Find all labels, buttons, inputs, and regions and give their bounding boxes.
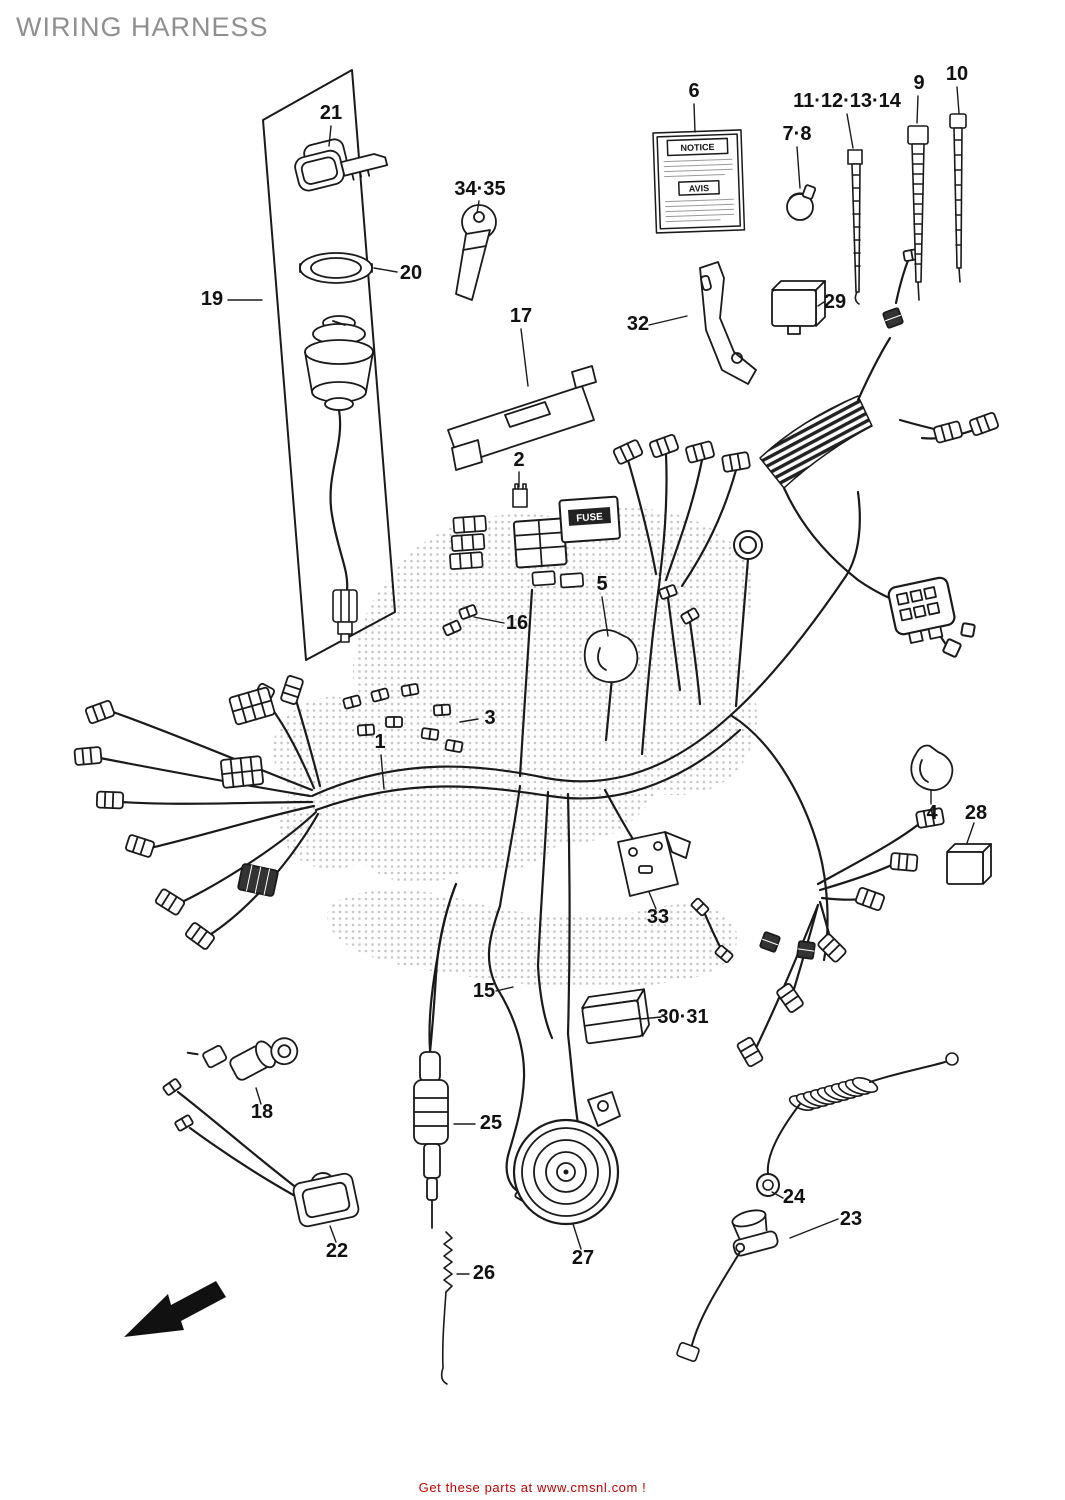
multipin-satellite [942,638,962,658]
callout-5: 5 [596,573,607,595]
callout-6: 6 [688,80,699,102]
ignition-key [294,138,389,192]
fuse-text: FUSE [576,512,604,525]
horn-27 [512,1091,621,1226]
callout-25: 25 [480,1112,502,1134]
callout-27: 27 [572,1247,594,1269]
round-connector [733,530,763,560]
key-blank [455,204,497,301]
tether-23-24 [676,1052,959,1362]
callout-9: 9 [913,72,924,94]
switch-connector [332,589,358,643]
footer-prefix: Get these parts at [418,1480,537,1495]
callout-18: 18 [251,1101,273,1123]
fuse-box-assembly: FUSE [449,495,621,589]
spring-26 [440,1231,453,1385]
page-title: WIRING HARNESS [16,12,269,42]
callout-28: 28 [965,802,987,824]
notice-label-plate: NOTICE AVIS [652,129,746,234]
callout-32: 32 [627,313,649,335]
callout-15: 15 [473,980,495,1002]
bracket-32 [699,261,757,385]
callout-7-8: 7·8 [783,123,812,145]
callout-29: 29 [824,291,846,313]
multipin-connector [887,576,956,644]
callout-11-12-13-14: 11·12·13·14 [793,90,902,112]
callout-23: 23 [840,1208,862,1230]
callout-3: 3 [484,707,495,729]
bracket-33 [617,831,691,897]
footer-link[interactable]: www.cmsnl.com [536,1480,638,1495]
callout-16: 16 [506,612,528,634]
switch-body [304,315,374,411]
direction-arrow [124,1281,226,1337]
harness-wires [98,256,986,1204]
footer: Get these parts at www.cmsnl.com ! [0,1480,1065,1495]
callout-30-31: 30·31 [657,1006,708,1028]
avis-text: AVIS [689,183,710,194]
bracket-17 [447,365,597,471]
sensor-18 [186,1037,299,1081]
callout-2: 2 [513,449,524,471]
spark-plug-cap-25 [413,882,458,1229]
clip-4 [910,744,954,791]
fuse-2 [512,483,528,508]
callout-19: 19 [201,288,223,310]
callout-10: 10 [946,63,968,85]
callout-21: 21 [320,102,342,124]
ring-nut [299,252,373,284]
switch-22 [292,1172,360,1228]
callout-17: 17 [510,305,532,327]
leader-lines [227,86,975,1275]
callout-1: 1 [374,731,385,753]
multipin-satellite [960,622,976,638]
wire-loom [759,395,873,489]
clamp-7-8 [786,184,817,221]
ignition-switch-group [262,69,396,661]
cable-tie-11-14 [847,149,863,305]
footer-suffix: ! [637,1480,647,1495]
callout-34-35: 34·35 [454,178,505,200]
notice-text: NOTICE [680,142,714,153]
cable-tie-9 [907,125,929,301]
callout-22: 22 [326,1240,348,1262]
relay-28 [946,843,992,885]
callout-24: 24 [783,1186,806,1208]
callout-26: 26 [473,1262,495,1284]
halftone-texture [272,507,758,989]
callout-33: 33 [647,906,669,928]
callout-4: 4 [926,802,938,824]
relay-29 [771,280,826,335]
cable-tie-10 [949,113,967,283]
callout-20: 20 [400,262,422,284]
relay-30-31 [581,988,650,1045]
